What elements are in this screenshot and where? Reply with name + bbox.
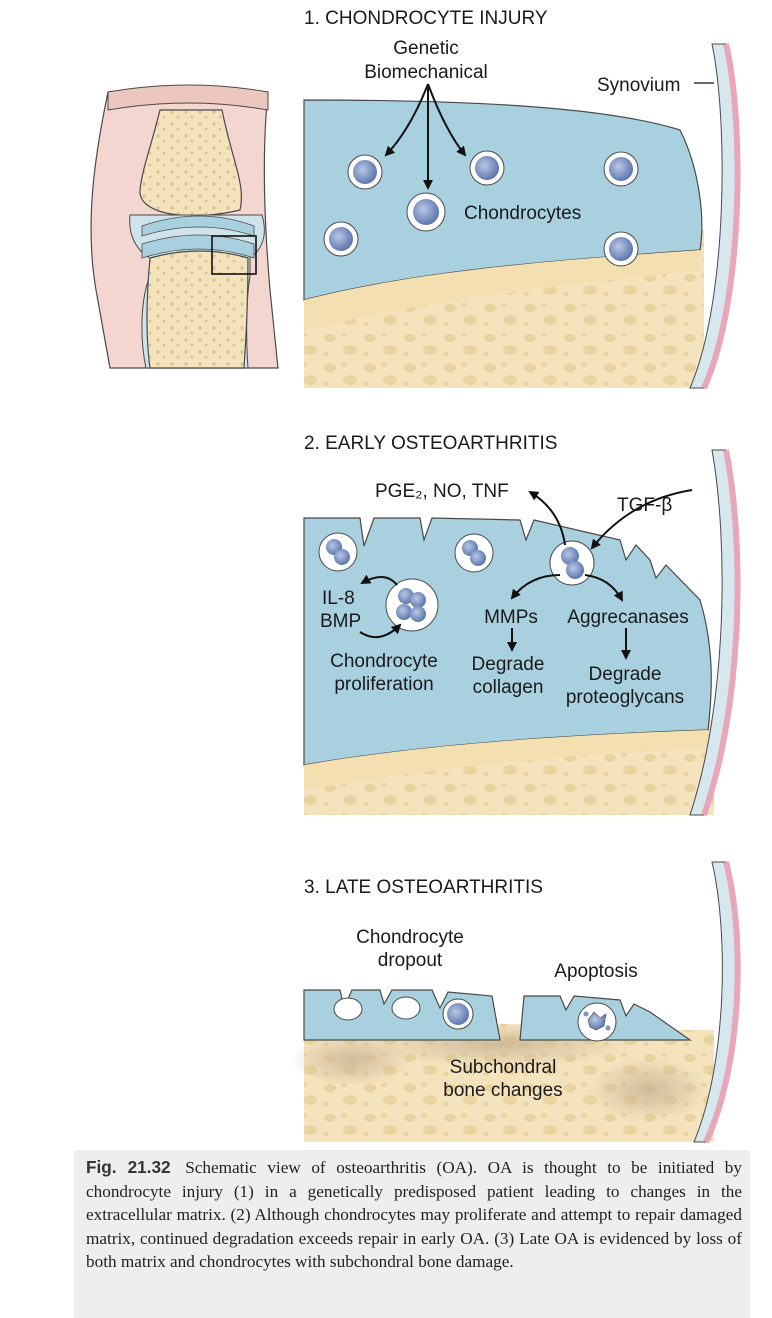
panel2-aggrecanases-label: Aggrecanases	[567, 607, 688, 628]
knee-joint-illustration	[90, 84, 279, 369]
panel3-title: 3. LATE OSTEOARTHRITIS	[304, 877, 543, 898]
panel2-tgf-label: TGF-β	[617, 495, 672, 516]
panel1-chondrocytes	[323, 150, 639, 267]
panel1-title: 1. CHONDROCYTE INJURY	[304, 8, 548, 29]
caption-background	[74, 1150, 750, 1318]
figure-caption: Fig. 21.32 Schematic view of osteoarthri…	[86, 1156, 742, 1274]
panel2-degrade-collagen-line2: collagen	[473, 677, 544, 698]
panel2-arrows	[359, 489, 693, 660]
panel1-cause-genetic: Genetic	[393, 38, 458, 59]
panel3-dropout-line1: Chondrocyte	[356, 927, 464, 948]
panel3-bone-changes-line2: bone changes	[443, 1080, 562, 1101]
panel1-chondrocytes-label: Chondrocytes	[464, 203, 581, 224]
panel3-apoptosis-label: Apoptosis	[554, 961, 637, 982]
panel2-title: 2. EARLY OSTEOARTHRITIS	[304, 433, 557, 454]
panel2-mediators-label: PGE₂, NO, TNF	[375, 481, 509, 502]
osteoarthritis-diagram: 1. CHONDROCYTE INJURY Genetic Biomechani…	[90, 8, 741, 1144]
panel2-proliferation-line1: Chondrocyte	[330, 651, 438, 672]
panel2-proliferation-line2: proliferation	[334, 674, 433, 695]
panel2-chondrocytes	[318, 532, 595, 632]
panel1-synovium-label: Synovium	[597, 75, 680, 96]
panel1-injury-arrows	[384, 83, 467, 190]
panel1-cause-biomechanical: Biomechanical	[364, 62, 488, 83]
caption-text: Schematic view of osteoarthritis (OA). O…	[86, 1158, 742, 1271]
panel3-bone-changes-line1: Subchondral	[450, 1057, 557, 1078]
panel3-chondrocytes	[333, 996, 617, 1042]
panel2-tissue	[303, 449, 741, 816]
panel2-bmp-label: BMP	[320, 611, 361, 632]
panel2-degrade-proteoglycans-line2: proteoglycans	[566, 687, 684, 708]
panel2-il8-label: IL-8	[322, 588, 355, 609]
figure-number: Fig. 21.32	[86, 1157, 171, 1177]
panel2-mmps-label: MMPs	[484, 607, 538, 628]
panel2-degrade-proteoglycans-line1: Degrade	[589, 664, 662, 685]
panel1-tissue	[303, 43, 741, 390]
panel2-degrade-collagen-line1: Degrade	[472, 654, 545, 675]
panel3-dropout-line2: dropout	[378, 950, 443, 971]
